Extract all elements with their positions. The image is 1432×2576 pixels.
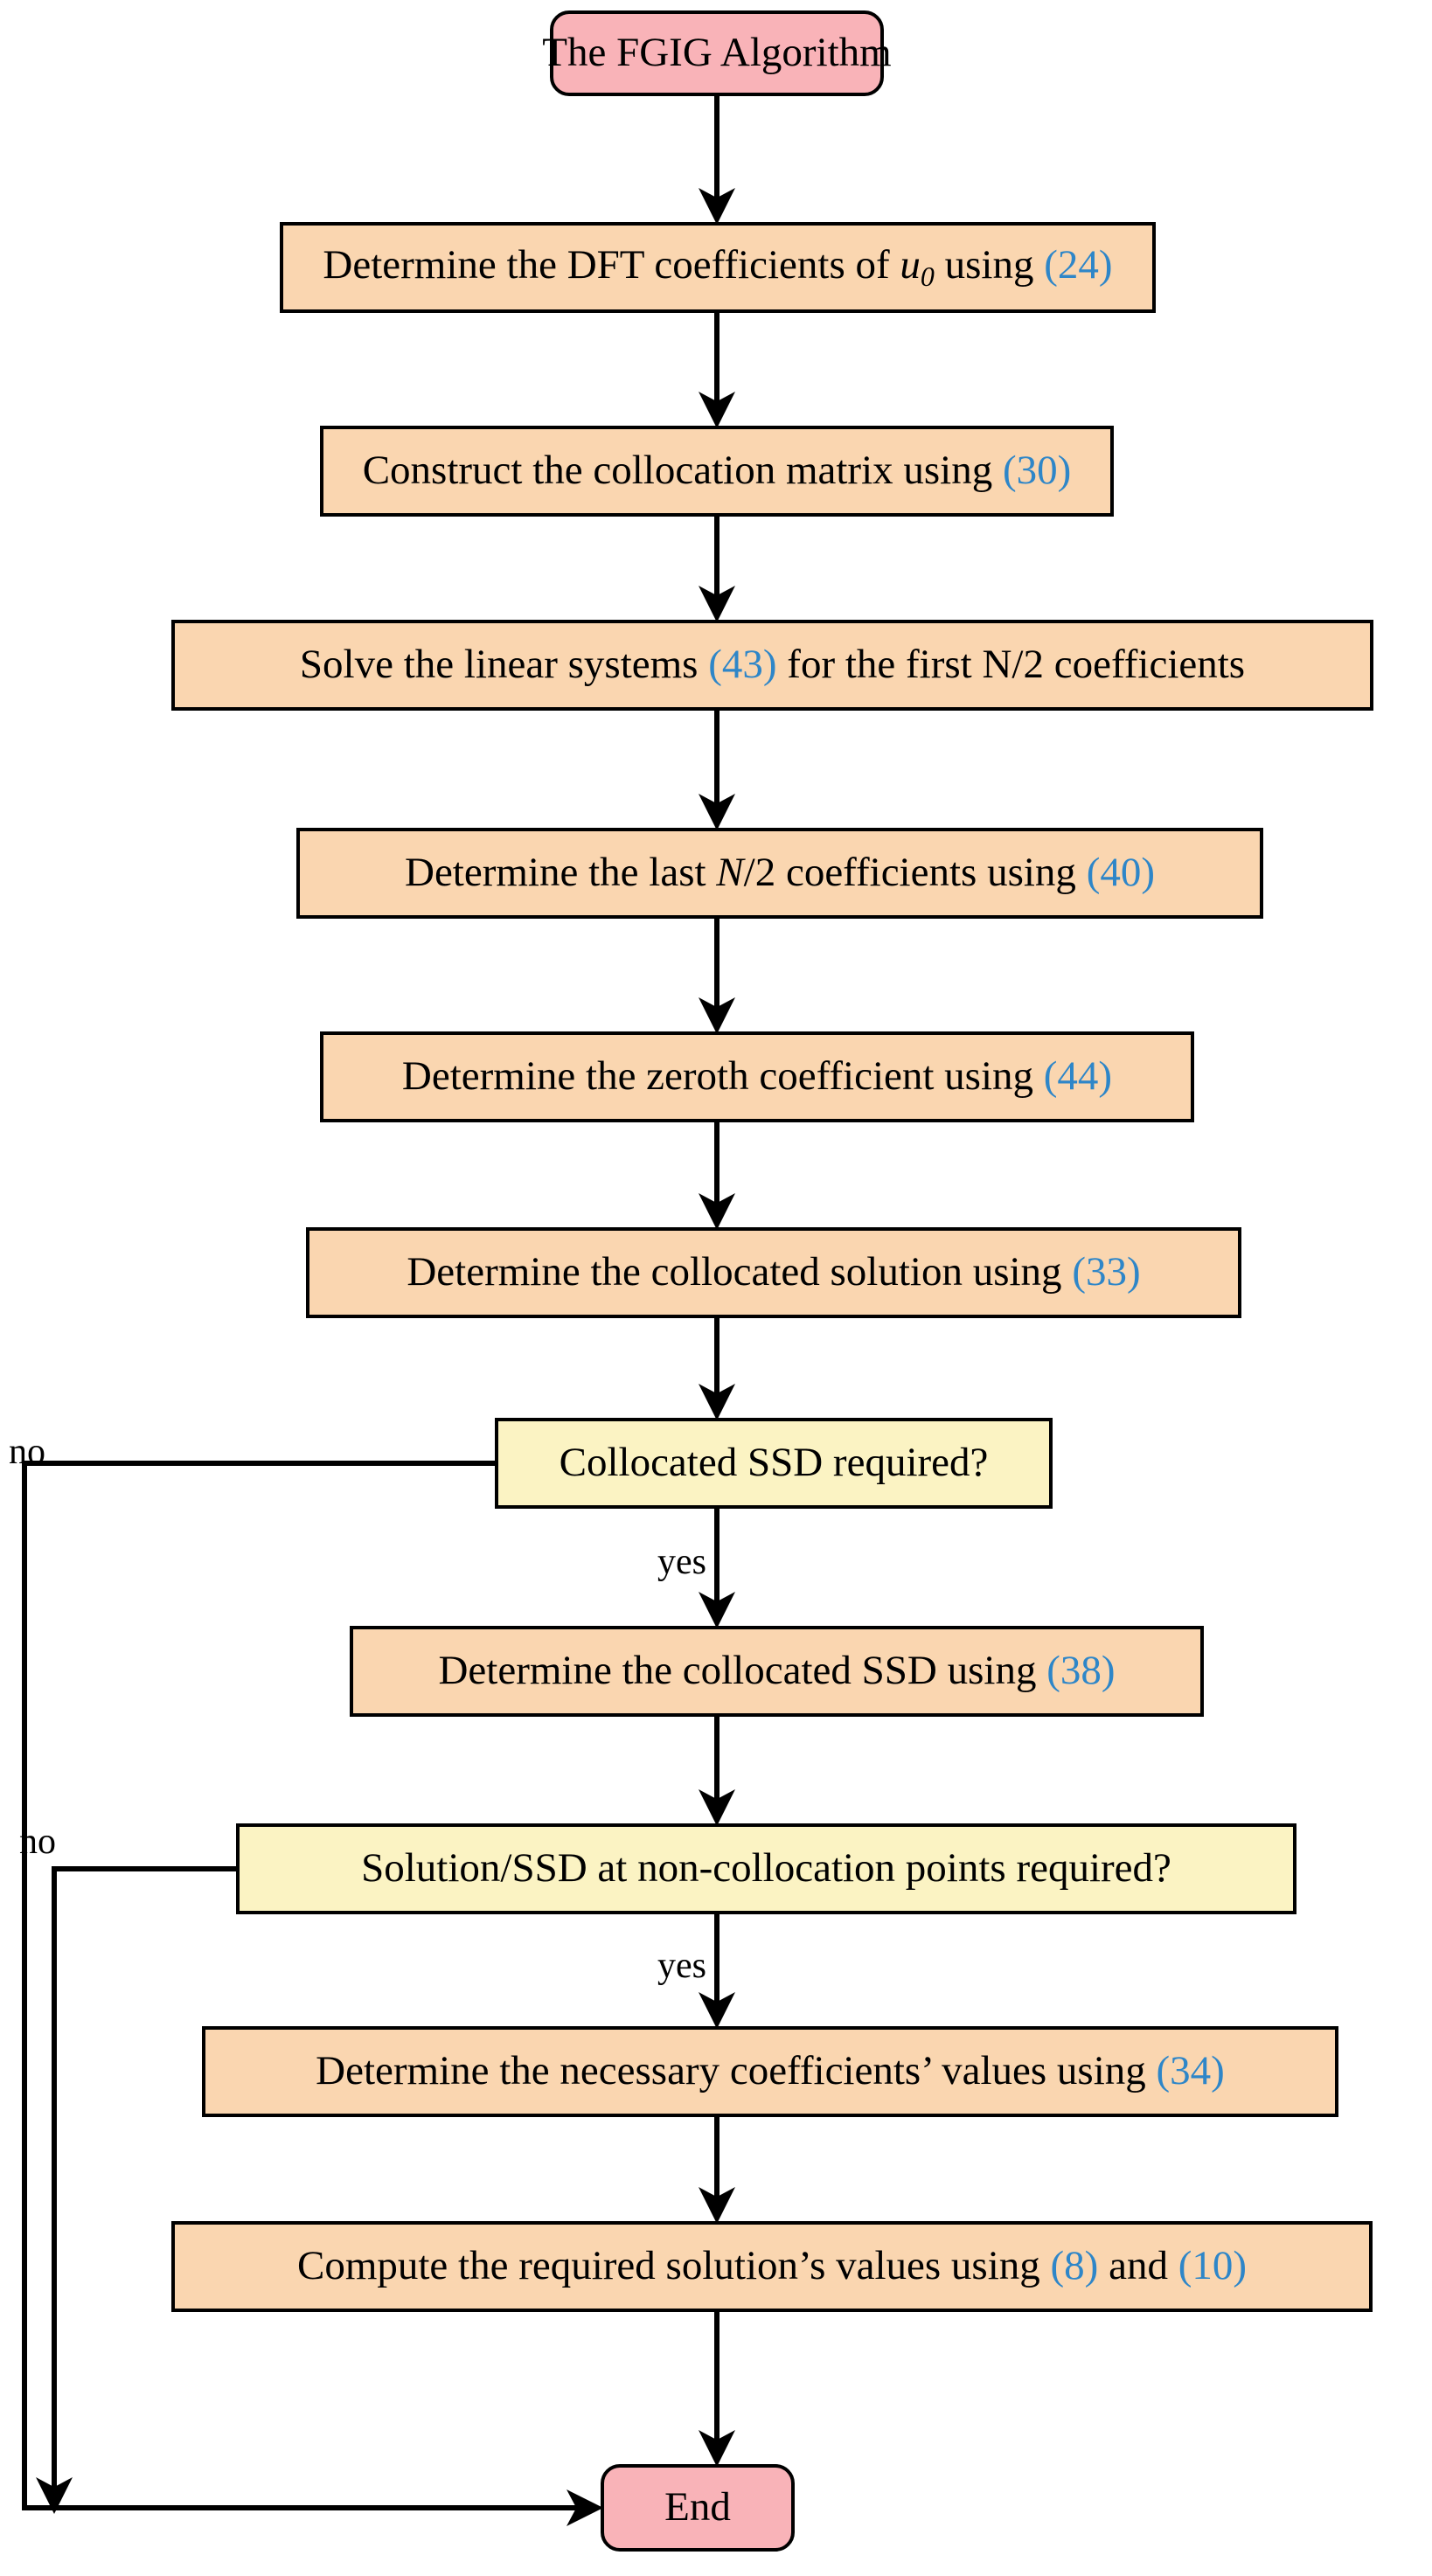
node-collocated-solution[interactable]: Determine the collocated solution using … [306,1227,1241,1318]
edge-label-yes-1: yes [657,1542,706,1582]
node-collocation-matrix-label: Construct the collocation matrix using (… [362,448,1072,494]
edge-label-yes-2: yes [657,1946,706,1986]
node-collocated-ssd-required[interactable]: Collocated SSD required? [495,1418,1053,1509]
edge-decision1-no-to-end [22,1461,603,2526]
node-linear-systems[interactable]: Solve the linear systems (43) for the fi… [171,620,1373,711]
node-last-coefficients-label: Determine the last N/2 coefficients usin… [405,850,1155,896]
node-end-label: End [664,2484,731,2531]
node-dft-coefficients[interactable]: Determine the DFT coefficients of u0 usi… [280,222,1156,313]
node-zeroth-coefficient-label: Determine the zeroth coefficient using (… [401,1053,1113,1100]
node-last-coefficients[interactable]: Determine the last N/2 coefficients usin… [296,828,1263,919]
node-zeroth-coefficient[interactable]: Determine the zeroth coefficient using (… [320,1031,1194,1122]
node-noncollocation-required-label: Solution/SSD at non-collocation points r… [361,1845,1171,1892]
node-required-solution-values-label: Compute the required solution’s values u… [296,2243,1248,2289]
edge-label-no-1: no [9,1432,45,1472]
node-collocated-ssd-label: Determine the collocated SSD using (38) [438,1648,1116,1694]
node-collocated-ssd-required-label: Collocated SSD required? [559,1440,989,1486]
node-end[interactable]: End [601,2464,795,2552]
node-start-label: The FGIG Algorithm [542,30,892,76]
node-necessary-coefficients[interactable]: Determine the necessary coefficients’ va… [202,2026,1338,2117]
node-noncollocation-required[interactable]: Solution/SSD at non-collocation points r… [236,1823,1296,1914]
node-required-solution-values[interactable]: Compute the required solution’s values u… [171,2221,1373,2312]
node-necessary-coefficients-label: Determine the necessary coefficients’ va… [316,2048,1225,2094]
node-collocated-solution-label: Determine the collocated solution using … [407,1249,1141,1295]
edge-label-no-2: no [19,1822,56,1862]
edge-decision2-no-to-end [36,1866,236,2514]
node-dft-coefficients-label: Determine the DFT coefficients of u0 usi… [323,241,1113,292]
node-linear-systems-label: Solve the linear systems (43) for the fi… [299,642,1246,688]
node-start[interactable]: The FGIG Algorithm [542,10,892,96]
node-collocated-ssd[interactable]: Determine the collocated SSD using (38) [350,1626,1204,1717]
node-collocation-matrix[interactable]: Construct the collocation matrix using (… [320,426,1114,517]
